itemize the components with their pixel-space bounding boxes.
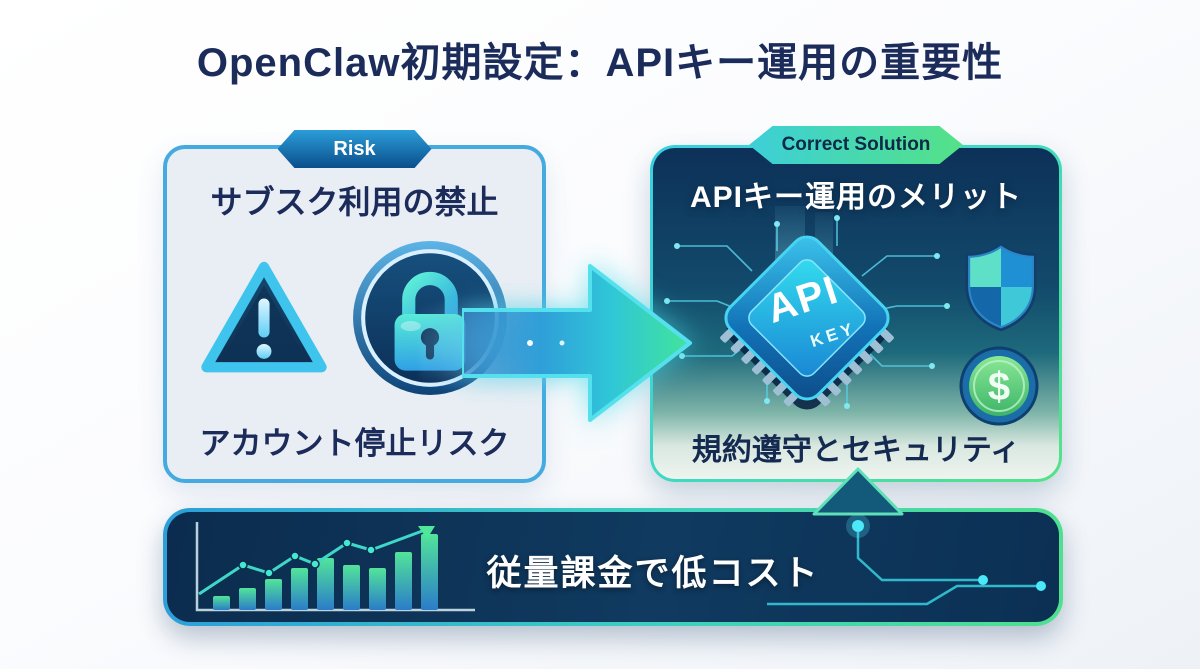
solution-badge: Correct Solution [749,126,963,164]
cost-banner: 従量課金で低コスト [163,508,1063,626]
solution-card-inner: APIキー運用のメリット [653,148,1059,479]
banner-label: 従量課金で低コスト [486,554,820,593]
chart-bar [343,565,360,610]
circuit-traces-icon [767,514,1046,606]
chart-bar [213,596,230,610]
chart-bar [395,552,412,610]
page-title: OpenClaw初期設定：APIキー運用の重要性 [196,41,1004,85]
chart-bar [421,534,438,610]
risk-heading: サブスク利用の禁止 [210,184,499,220]
warning-triangle-icon [200,261,327,373]
risk-badge-label: Risk [333,137,376,160]
arrow-up-connector-icon [812,467,904,516]
banner-chart-bars [213,534,438,610]
arrow-right-icon [462,264,692,422]
chart-bar [317,558,334,610]
dollar-coin-icon: $ [959,346,1039,426]
solution-card: APIキー運用のメリット [650,126,1062,482]
growth-chart-icon [195,522,475,612]
chart-bar [265,579,282,610]
risk-footer: アカウント停止リスク [199,426,510,461]
chart-bar [291,568,308,610]
solution-heading: APIキー運用のメリット [689,181,1022,214]
cost-banner-inner: 従量課金で低コスト [167,512,1059,622]
glow-dot [852,520,864,532]
dollar-sign: $ [988,365,1010,409]
chart-bar [239,588,256,610]
api-chip-icon: API KEY [664,206,950,410]
shield-icon [965,242,1037,332]
solution-badge-label: Correct Solution [781,134,931,155]
chart-bar [369,568,386,610]
risk-badge: Risk [277,130,432,168]
solution-footer: 規約遵守とセキュリティ [691,434,1021,467]
